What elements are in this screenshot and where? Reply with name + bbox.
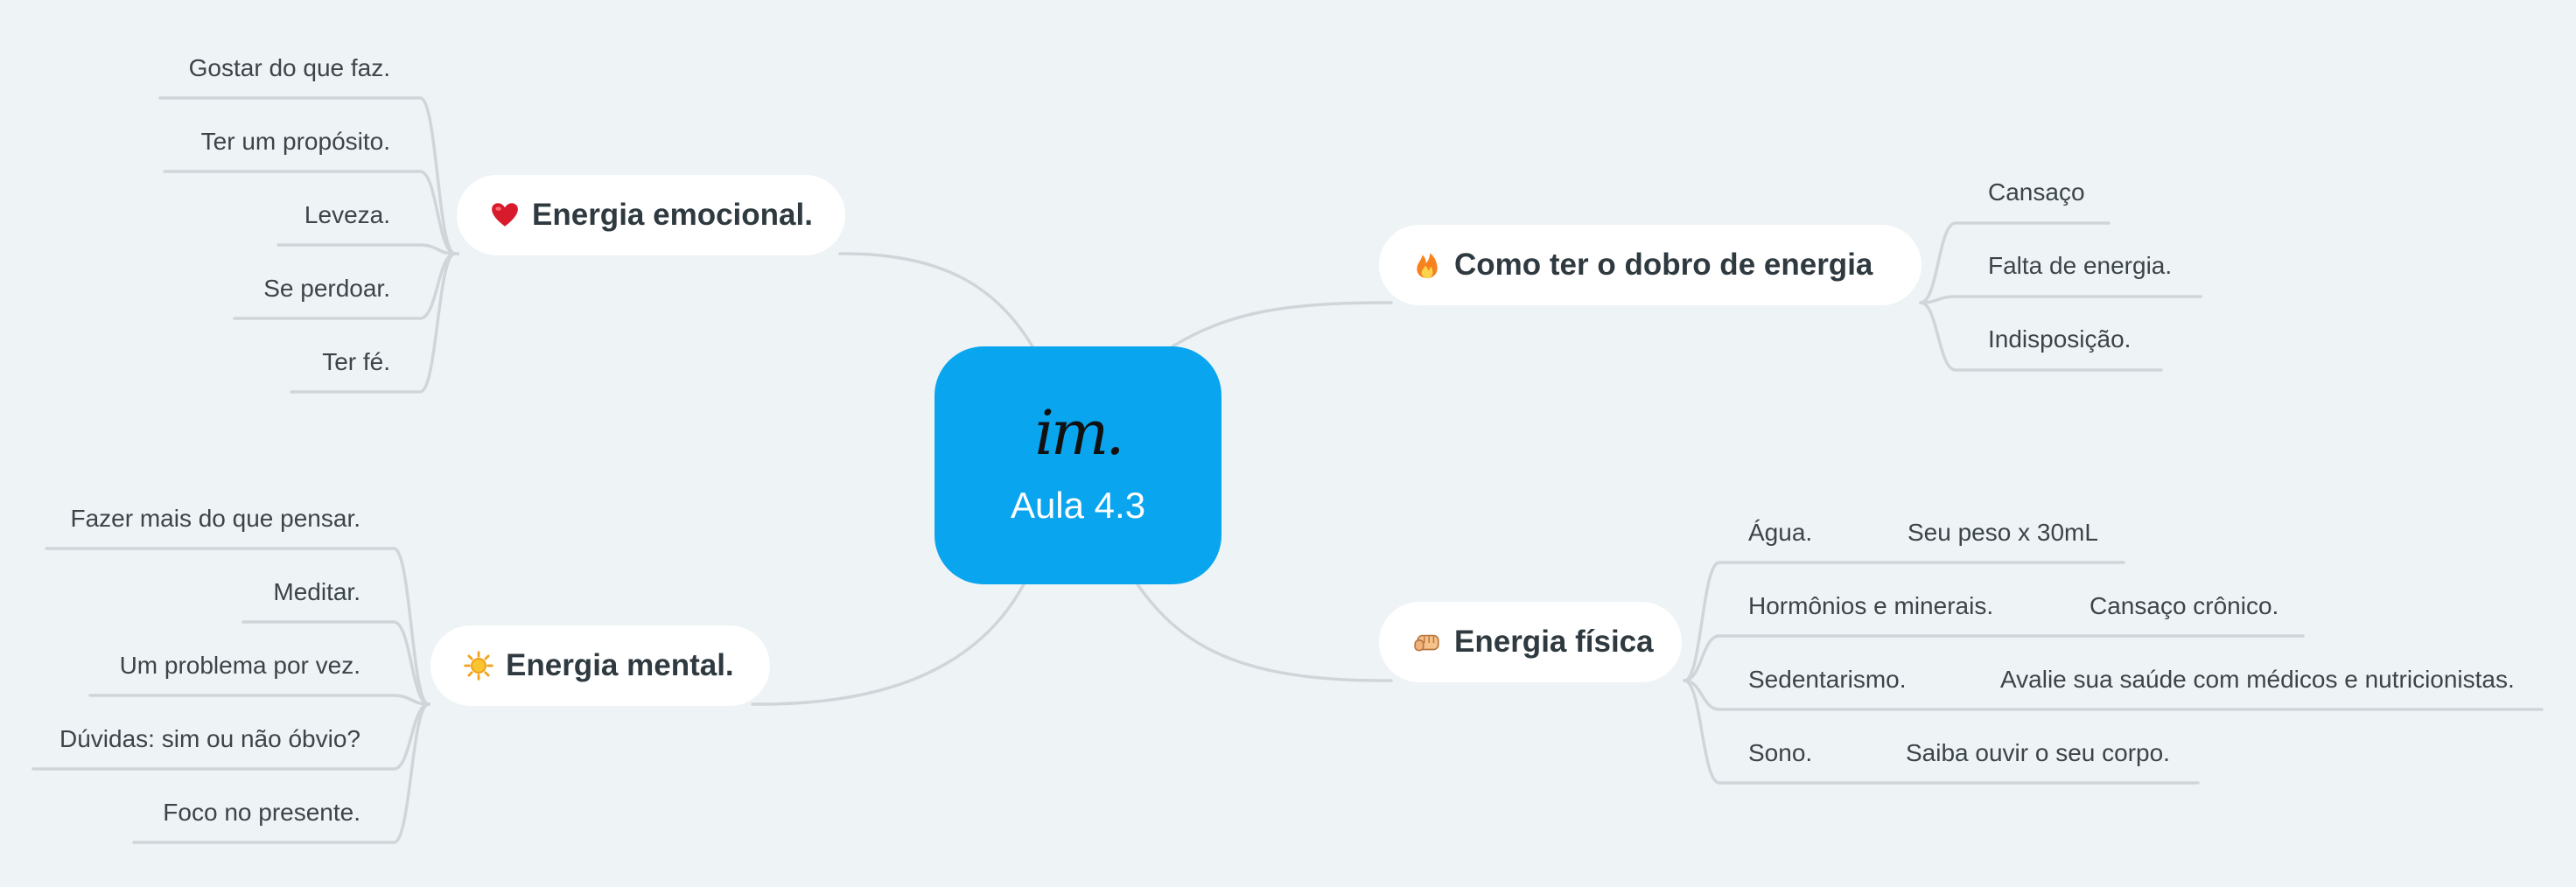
- leaf-mental-3[interactable]: Um problema por vez.: [119, 652, 360, 679]
- link-center-emocional: [838, 252, 1034, 348]
- leaf-emocional-5[interactable]: Ter fé.: [322, 348, 390, 375]
- leaf-dobro-3[interactable]: Indisposição.: [1988, 325, 2132, 353]
- leaf-emocional-2[interactable]: Ter um propósito.: [200, 128, 390, 155]
- leaf-dobro-1[interactable]: Cansaço: [1988, 178, 2085, 206]
- central-topic[interactable]: im. Aula 4.3: [934, 346, 1222, 584]
- fire-icon: [1412, 250, 1442, 280]
- leaf-mental-1[interactable]: Fazer mais do que pensar.: [70, 505, 360, 532]
- leaf-fisica-2[interactable]: Hormônios e minerais.: [1748, 592, 1994, 619]
- sun-icon: [464, 651, 494, 681]
- leaf-fisica-1[interactable]: Água.: [1748, 519, 1813, 546]
- leaf-mental-2[interactable]: Meditar.: [273, 578, 360, 605]
- topic-label: Energia mental.: [506, 648, 734, 682]
- link-center-dobro: [1171, 301, 1393, 348]
- leaf-emocional-4[interactable]: Se perdoar.: [263, 275, 390, 302]
- leaf-emocional-3[interactable]: Leveza.: [304, 201, 390, 228]
- topic-energia-emocional[interactable]: Energia emocional.: [457, 175, 845, 255]
- leaf-fisica-1-detail[interactable]: Seu peso x 30mL: [1908, 519, 2098, 546]
- topic-label: Energia física: [1454, 625, 1654, 659]
- link-center-mental: [751, 583, 1026, 706]
- leaf-fisica-4[interactable]: Sono.: [1748, 739, 1813, 766]
- fist-icon: [1412, 627, 1442, 657]
- topic-label: Como ter o dobro de energia: [1454, 248, 1873, 282]
- leaf-mental-5[interactable]: Foco no presente.: [163, 799, 360, 826]
- leaf-mental-4[interactable]: Dúvidas: sim ou não óbvio?: [60, 725, 360, 752]
- topic-energia-mental[interactable]: Energia mental.: [430, 625, 770, 706]
- leaf-fisica-3-detail[interactable]: Avalie sua saúde com médicos e nutricion…: [2000, 666, 2515, 693]
- leaf-dobro-2[interactable]: Falta de energia.: [1988, 252, 2173, 279]
- leaf-fisica-2-detail[interactable]: Cansaço crônico.: [2090, 592, 2279, 619]
- leaf-fisica-3[interactable]: Sedentarismo.: [1748, 666, 1907, 693]
- link-center-fisica: [1136, 583, 1393, 682]
- leaf-emocional-1[interactable]: Gostar do que faz.: [188, 54, 390, 81]
- leaf-fisica-4-detail[interactable]: Saiba ouvir o seu corpo.: [1906, 739, 2170, 766]
- topic-label: Energia emocional.: [532, 198, 813, 232]
- center-title: Aula 4.3: [1010, 485, 1146, 526]
- topic-energia-fisica[interactable]: Energia física: [1379, 602, 1682, 682]
- topic-como-ter-o-dobro[interactable]: Como ter o dobro de energia: [1379, 225, 1922, 305]
- center-logo: im.: [1034, 397, 1124, 469]
- heart-icon: [490, 200, 520, 230]
